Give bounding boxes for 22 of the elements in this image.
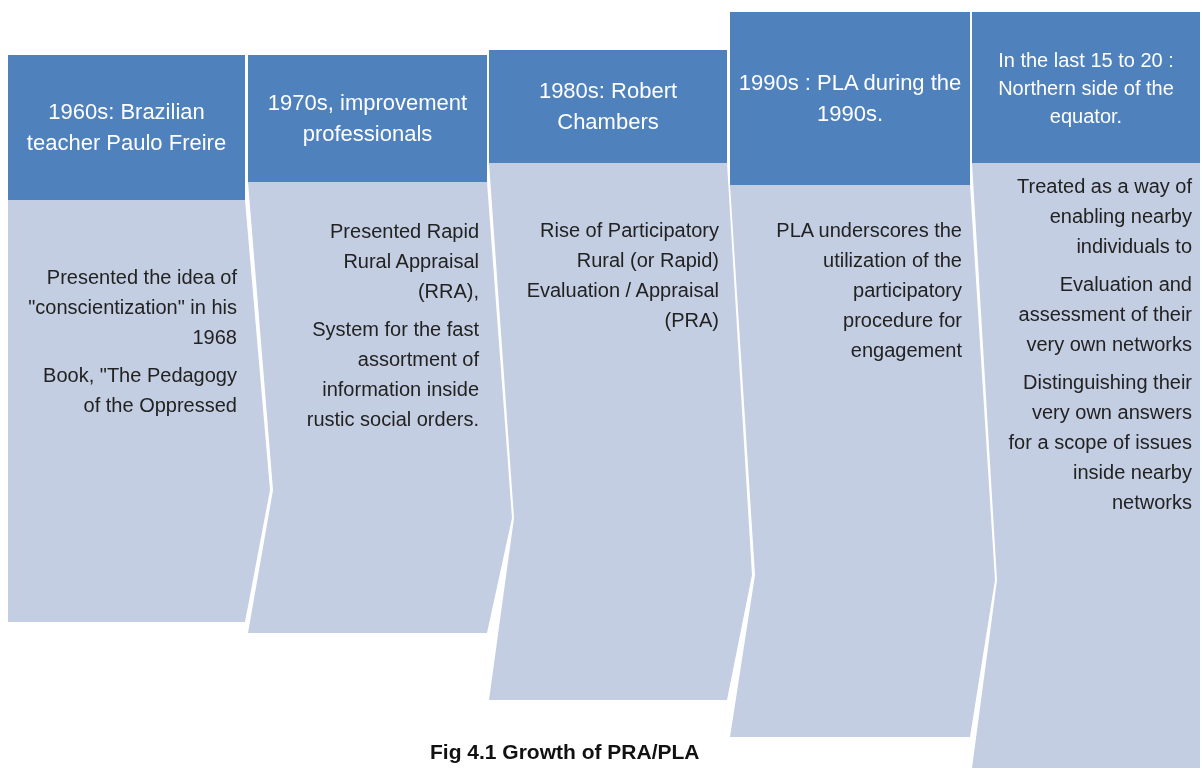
header-text: In the last 15 to 20 : Northern side of the equator. xyxy=(997,47,1175,129)
chevron-body xyxy=(8,200,270,622)
body-text: PLA underscores the utilization of the participatory procedure for engagement xyxy=(775,218,962,363)
body-text: Book, "The Pedagogy of the Oppressed xyxy=(42,363,237,418)
header-box xyxy=(248,55,487,182)
header-text: 1980s: Robert Chambers xyxy=(537,76,679,136)
header-text: 1990s : PLA during the 1990s. xyxy=(738,68,962,128)
caption: Fig 4.1 Growth of PRA/PLA xyxy=(430,740,700,764)
body-text: System for the fast assortment of information inside rustic social orders. xyxy=(305,317,479,432)
body-text: Presented Rapid Rural Appraisal (RRA), xyxy=(329,219,479,304)
header-box xyxy=(730,12,970,185)
header-text: 1970s, improvement professionals xyxy=(266,88,469,148)
body-text: Distinguishing their very own answers for a scope of issues inside nearby networks xyxy=(1007,370,1192,515)
header-text: 1960s: Brazilian teacher Paulo Freire xyxy=(25,97,228,157)
header-box xyxy=(972,12,1200,163)
body-text: Rise of Participatory Rural (or Rapid) Evaluation / Appraisal (PRA) xyxy=(525,218,719,333)
body-text: Presented the idea of "conscientization" in his 1968 xyxy=(28,265,237,350)
body-text: Treated as a way of enabling nearby individuals to xyxy=(1016,174,1192,259)
body-text: Evaluation and assessment of their very own networks xyxy=(1017,272,1192,357)
header-box xyxy=(489,50,727,163)
header-box xyxy=(8,55,245,200)
chevron-body xyxy=(972,163,1200,768)
